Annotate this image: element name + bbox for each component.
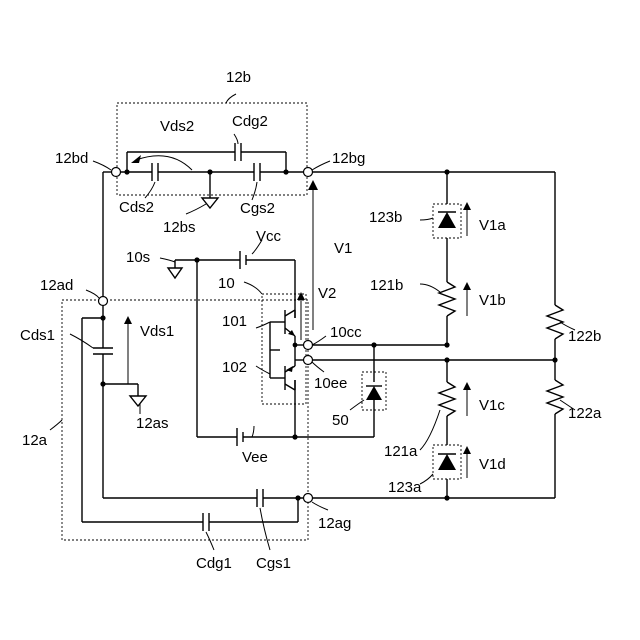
leader-cgs1 [260,508,270,550]
leader-50 [350,400,364,410]
node-121a-top [444,357,449,362]
terminal-12bd [112,168,121,177]
arrowhead-vds1 [124,316,132,324]
resistor-121b [439,282,455,316]
leader-123b [420,218,433,220]
terminal-10ee [304,356,313,365]
ground-12as [130,396,146,406]
arrowhead-v1a [463,202,471,210]
label-cds2: Cds2 [119,199,154,216]
terminal-12bg [304,168,313,177]
label-block-12a: 12a [22,432,48,449]
label-v2: V2 [318,285,336,302]
leader-12ag [312,502,328,510]
resistor-121a [439,382,455,416]
leader-10 [244,282,262,294]
label-vds1: Vds1 [140,323,174,340]
q101-collector [285,310,295,316]
label-cgs2: Cgs2 [240,200,275,217]
leader-10s [160,258,175,262]
arrowhead-v1b [463,282,471,290]
label-12as: 12as [136,415,169,432]
diode-123b-body [438,212,456,228]
leader-cdg2 [234,134,238,144]
label-transistor-101: 101 [222,313,247,330]
leader-12bs [186,204,206,214]
label-resistor-122a: 122a [568,405,602,422]
label-diode-123b: 123b [369,209,402,226]
arrowhead-v2 [297,292,305,300]
driver-10-outline [262,294,306,404]
leader-cdg1 [206,532,214,550]
q102-collector [285,384,295,390]
label-diode-50: 50 [332,412,349,429]
leader-12bg [312,161,330,170]
block-12b-outline [117,103,307,195]
block-12a-outline [62,300,308,540]
leader-12b [226,94,236,103]
arrow-vds2 [136,156,192,170]
label-transistor-102: 102 [222,359,247,376]
label-cdg1: Cdg1 [196,555,232,572]
label-v1a: V1a [479,217,506,234]
label-terminal-10ee: 10ee [314,375,347,392]
leader-121b [420,284,440,292]
label-resistor-121b: 121b [370,277,403,294]
node-gate1 [295,495,300,500]
diode-123a-body [438,454,456,470]
label-12bs: 12bs [163,219,196,236]
label-v1: V1 [334,240,352,257]
terminal-12ag [304,494,313,503]
label-vee: Vee [242,449,268,466]
leader-121a [420,410,440,450]
label-vds2: Vds2 [160,118,194,135]
arrowhead-v1d [463,446,471,454]
leader-10cc [312,336,326,345]
leader-vee [252,426,254,437]
diode-50-body [366,386,382,400]
leader-102 [256,366,270,374]
terminal-10cc [304,341,313,350]
arrowhead-v1c [463,382,471,390]
leader-cgs2 [252,182,257,200]
label-cgs1: Cgs1 [256,555,291,572]
label-terminal-12bg: 12bg [332,150,365,167]
label-cdg2: Cdg2 [232,113,268,130]
leader-12bd [93,161,111,170]
label-cds1: Cds1 [20,327,55,344]
label-terminal-12ad: 12ad [40,277,73,294]
leader-123a [420,474,433,484]
label-diode-123a: 123a [388,479,422,496]
arrowhead-vds2 [131,155,141,163]
label-10s: 10s [126,249,150,266]
label-block-12b: 12b [226,69,251,86]
terminal-12ad [99,297,108,306]
leader-12ad [86,290,99,298]
label-v1b: V1b [479,292,506,309]
leader-cds2 [145,182,155,198]
label-vcc: Vcc [256,228,282,245]
ground-12bs [202,198,218,208]
label-terminal-12ag: 12ag [318,515,351,532]
label-terminal-12bd: 12bd [55,150,88,167]
label-resistor-121a: 121a [384,443,418,460]
leader-101 [256,322,270,328]
leader-12a [50,420,62,430]
label-v1c: V1c [479,397,505,414]
resistor-122a [547,380,563,414]
leader-10ee [312,362,324,372]
label-v1d: V1d [479,456,506,473]
label-resistor-122b: 122b [568,328,601,345]
ground-10s [168,268,182,278]
label-driver-10: 10 [218,275,235,292]
label-terminal-10cc: 10cc [330,324,362,341]
node-drain2 [124,169,129,174]
arrowhead-v1 [308,180,318,190]
